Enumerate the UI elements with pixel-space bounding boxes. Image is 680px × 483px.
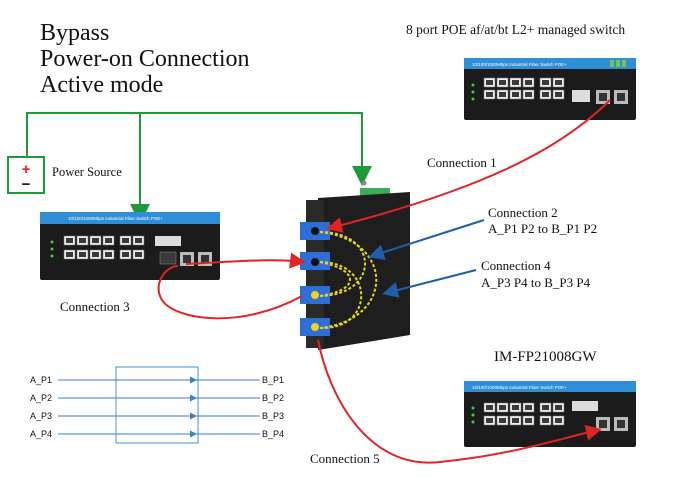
blue-arrows (368, 219, 485, 298)
connection-4-sub: A_P3 P4 to B_P3 P4 (481, 275, 591, 290)
fiber-internal-crossings (319, 231, 378, 330)
plus-sign: + (22, 161, 31, 178)
map-left-4: A_P4 (30, 429, 52, 439)
minus-sign: − (22, 176, 31, 193)
title-active-mode: Active mode (40, 72, 163, 98)
port-mapping-legend: A_P1 A_P2 A_P3 A_P4 B_P1 B_P2 B_P3 B_P4 (30, 366, 284, 444)
power-source-box: + − (7, 156, 45, 194)
bypass-device (300, 180, 410, 350)
switch-left: 10/100/1000Mbps Industrial Fiber Switch … (40, 212, 220, 280)
connection-2-label: Connection 2 (488, 205, 558, 220)
map-left-3: A_P3 (30, 411, 52, 421)
switch-top-label: 8 port POE af/at/bt L2+ managed switch (406, 22, 625, 37)
map-right-2: B_P2 (262, 393, 284, 403)
map-left-1: A_P1 (30, 375, 52, 385)
connection-2-sub: A_P1 P2 to B_P1 P2 (488, 221, 597, 236)
switch-strip-text: 10/100/1000Mbps Industrial Fiber Switch … (472, 385, 567, 390)
connection-1-label: Connection 1 (427, 155, 497, 170)
map-right-3: B_P3 (262, 411, 284, 421)
title-bypass: Bypass (40, 20, 109, 46)
map-left-2: A_P2 (30, 393, 52, 403)
power-source-label: Power Source (52, 165, 122, 179)
switch-strip-text: 10/100/1000Mbps Industrial Fiber Switch … (472, 62, 567, 67)
switch-strip-text: 10/100/1000Mbps Industrial Fiber Switch … (68, 216, 163, 221)
map-right-4: B_P4 (262, 429, 284, 439)
power-wiring (26, 112, 372, 224)
red-cables (157, 99, 611, 464)
map-right-1: B_P1 (262, 375, 284, 385)
connection-3-label: Connection 3 (60, 299, 130, 314)
fiber-ports (300, 222, 330, 336)
title-power-on: Power-on Connection (40, 46, 249, 72)
switch-bottom-right: 10/100/1000Mbps Industrial Fiber Switch … (464, 381, 636, 447)
connection-5-label: Connection 5 (310, 451, 380, 466)
connection-4-label: Connection 4 (481, 258, 551, 273)
device-model-label: IM-FP21008GW (494, 349, 597, 365)
switch-top-right: 10/100/1000Mbps Industrial Fiber Switch … (464, 58, 636, 120)
